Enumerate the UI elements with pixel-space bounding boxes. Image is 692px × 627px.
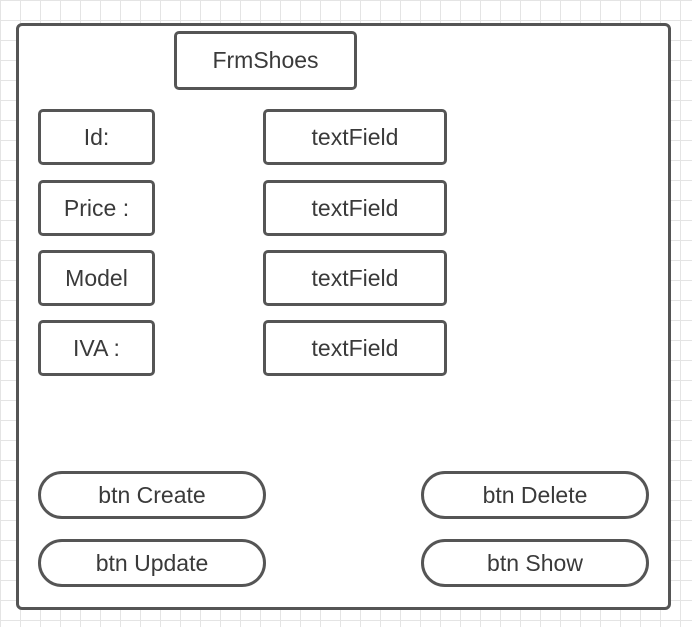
model-text-field[interactable]: textField xyxy=(263,250,447,306)
delete-button[interactable]: btn Delete xyxy=(421,471,649,519)
form-title: FrmShoes xyxy=(174,31,357,90)
show-button[interactable]: btn Show xyxy=(421,539,649,587)
iva-text-field[interactable]: textField xyxy=(263,320,447,376)
id-text-field[interactable]: textField xyxy=(263,109,447,165)
label-iva: IVA : xyxy=(38,320,155,376)
update-button[interactable]: btn Update xyxy=(38,539,266,587)
label-id: Id: xyxy=(38,109,155,165)
create-button[interactable]: btn Create xyxy=(38,471,266,519)
price-text-field[interactable]: textField xyxy=(263,180,447,236)
label-model: Model xyxy=(38,250,155,306)
label-price: Price : xyxy=(38,180,155,236)
